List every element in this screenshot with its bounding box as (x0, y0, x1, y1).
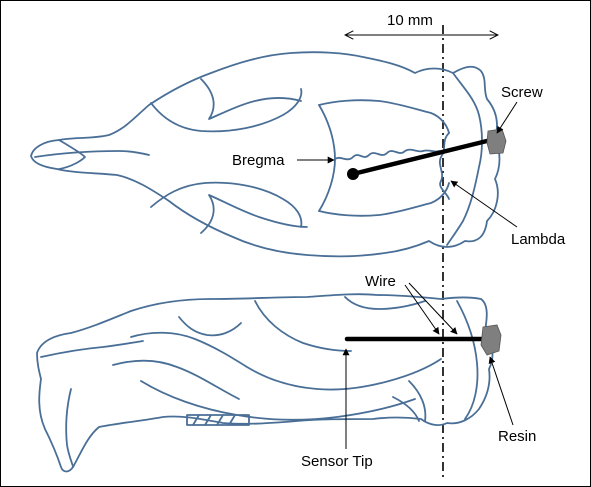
top-skull-snout (35, 151, 149, 157)
skull-side-view (37, 294, 492, 471)
resin-label: Resin (498, 428, 536, 445)
side-skull-incisor (66, 389, 73, 467)
side-skull-inner-1 (255, 301, 351, 351)
side-skull-mandible (141, 381, 415, 420)
side-skull-palate (113, 361, 239, 399)
lambda-label: Lambda (511, 231, 566, 248)
side-skull-nasal (41, 341, 143, 357)
wire-label: Wire (365, 273, 396, 290)
top-view-wire (353, 139, 495, 174)
top-skull-frontal-lower (319, 183, 449, 216)
top-skull-occipital (447, 73, 482, 245)
screw-pointer (497, 102, 517, 133)
side-skull-outline (37, 294, 492, 471)
top-view-screw (487, 129, 506, 154)
side-skull-orbit (179, 317, 241, 335)
lambda-pointer (451, 181, 517, 227)
wire-pointer-2 (409, 283, 457, 334)
scale-bar: 10 mm (345, 12, 498, 35)
resin-pointer (490, 357, 513, 425)
bregma-label: Bregma (232, 152, 285, 169)
top-skull-coronal-suture (319, 105, 335, 211)
top-skull-nasal-tip (59, 140, 85, 169)
side-skull-inner-2 (345, 297, 425, 309)
top-skull-eye-upper (151, 89, 301, 131)
side-view-resin (481, 325, 501, 355)
top-view-sensor-tip (347, 168, 359, 180)
sensor-tip-label: Sensor Tip (301, 453, 373, 470)
screw-label: Screw (501, 84, 543, 101)
side-skull-occipital (457, 301, 478, 419)
scale-label: 10 mm (387, 12, 433, 29)
top-skull-arch-lower (201, 195, 307, 233)
top-skull-frontal (319, 100, 449, 133)
